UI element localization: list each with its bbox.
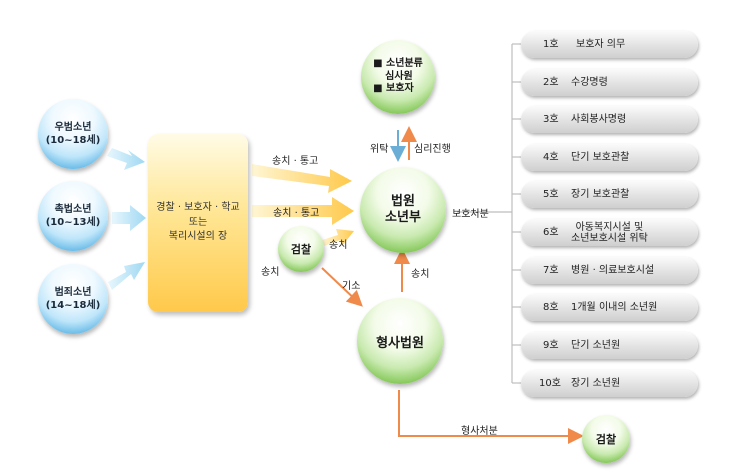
juvenile-court-node: 법원 소년부 — [360, 167, 446, 253]
disposition-8: 8호 1개월 이내의 소년원 — [521, 294, 698, 321]
disposition-text-line1: 아동복지시설 및 — [575, 222, 644, 233]
arrow-send-1 — [252, 164, 352, 193]
label-delegate: 위탁 — [370, 144, 389, 155]
disposition-text: 수강명령 — [571, 77, 608, 88]
disposition-text: 보호자 의무 — [576, 39, 626, 50]
disposition-1: 1호 보호자 의무 — [521, 31, 698, 58]
label-send-notify-1: 송치 · 통고 — [272, 156, 319, 167]
reporters-box: 경찰 · 보호자 · 학교 또는 복리시설의 장 — [148, 134, 248, 312]
disposition-text: 장기 소년원 — [571, 378, 621, 389]
disposition-number: 5호 — [543, 189, 559, 200]
label-send-left: 송치 — [261, 267, 280, 278]
disposition-text: 단기 보호관찰 — [571, 152, 630, 163]
disposition-4: 4호 단기 보호관찰 — [521, 144, 698, 171]
label-send-from-prosecutor: 송치 — [329, 240, 348, 251]
disposition-number: 2호 — [543, 77, 559, 88]
reporters-line3: 복리시설의 장 — [168, 231, 228, 243]
classification-center-node: ■ 소년분류 심사원 ■ 보호자 — [361, 40, 435, 114]
label-indict: 기소 — [342, 281, 361, 292]
juvenile-node-criminal: 범죄소년 (14~18세) — [38, 264, 108, 334]
prosecutor-label: 검찰 — [290, 243, 312, 256]
disposition-10: 10호 장기 소년원 — [521, 370, 698, 397]
label-criminal-disposition: 형사처분 — [461, 426, 498, 437]
disposition-number: 4호 — [543, 152, 559, 163]
disposition-number: 10호 — [539, 378, 561, 389]
label-hearing: 심리진행 — [414, 144, 451, 155]
arrow-send-3 — [322, 229, 354, 246]
disposition-number: 6호 — [543, 227, 559, 238]
reporters-line1: 경찰 · 보호자 · 학교 — [156, 202, 240, 214]
classification-line1: ■ 소년분류 — [373, 58, 423, 70]
juvenile-node-offending-child: 촉법소년 (10~13세) — [38, 181, 108, 251]
arrow-juvenile-1 — [107, 148, 145, 170]
arrow-criminal-disposition — [398, 390, 584, 444]
arrow-send-2 — [252, 197, 354, 225]
disposition-9: 9호 단기 소년원 — [521, 332, 698, 359]
juvenile-age: (10~18세) — [45, 135, 101, 146]
disposition-6: 6호 아동복지시설 및 소년보호시설 위탁 — [521, 219, 698, 246]
disposition-text: 병원 · 의료보호시설 — [571, 265, 655, 276]
disposition-3: 3호 사회봉사명령 — [521, 106, 698, 133]
classification-line3: ■ 보호자 — [373, 83, 414, 95]
disposition-text-line2: 소년보호시설 위탁 — [571, 233, 648, 244]
disposition-number: 8호 — [543, 302, 559, 313]
prosecutor-end-node: 검찰 — [582, 415, 630, 463]
juvenile-court-line2: 소년부 — [385, 210, 421, 225]
arrow-indict — [321, 267, 363, 307]
juvenile-court-line1: 법원 — [391, 193, 415, 209]
disposition-2: 2호 수강명령 — [521, 69, 698, 96]
disposition-number: 9호 — [543, 340, 559, 351]
disposition-text: 아동복지시설 및 소년보호시설 위탁 — [571, 222, 648, 244]
disposition-text: 1개월 이내의 소년원 — [571, 302, 658, 313]
criminal-court-node: 형사법원 — [357, 298, 443, 384]
label-send-notify-2: 송치 · 통고 — [273, 208, 320, 219]
juvenile-label: 촉법소년 — [54, 203, 92, 215]
disposition-number: 3호 — [543, 114, 559, 125]
label-protective-disposition: 보호처분 — [452, 209, 489, 220]
juvenile-label: 범죄소년 — [54, 286, 92, 298]
reporters-line2: 또는 — [188, 216, 208, 228]
classification-line2: 심사원 — [385, 70, 413, 82]
disposition-text: 사회봉사명령 — [571, 114, 627, 125]
disposition-7: 7호 병원 · 의료보호시설 — [521, 257, 698, 284]
juvenile-label: 우범소년 — [54, 121, 92, 133]
disposition-text: 장기 보호관찰 — [571, 189, 630, 200]
criminal-court-label: 형사법원 — [376, 335, 424, 351]
arrow-juvenile-3 — [108, 262, 145, 290]
prosecutor-end-label: 검찰 — [595, 433, 617, 446]
disposition-number: 7호 — [543, 265, 559, 276]
disposition-5: 5호 장기 보호관찰 — [521, 181, 698, 208]
disposition-number: 1호 — [543, 39, 559, 50]
label-send-to-juvenile: 송치 — [411, 269, 430, 280]
prosecutor-node: 검찰 — [278, 226, 324, 272]
juvenile-age: (10~13세) — [45, 217, 101, 228]
arrow-juvenile-2 — [112, 205, 146, 231]
disposition-text: 단기 소년원 — [571, 340, 621, 351]
juvenile-node-pre-delinquent: 우범소년 (10~18세) — [38, 99, 108, 169]
juvenile-age: (14~18세) — [45, 300, 101, 311]
